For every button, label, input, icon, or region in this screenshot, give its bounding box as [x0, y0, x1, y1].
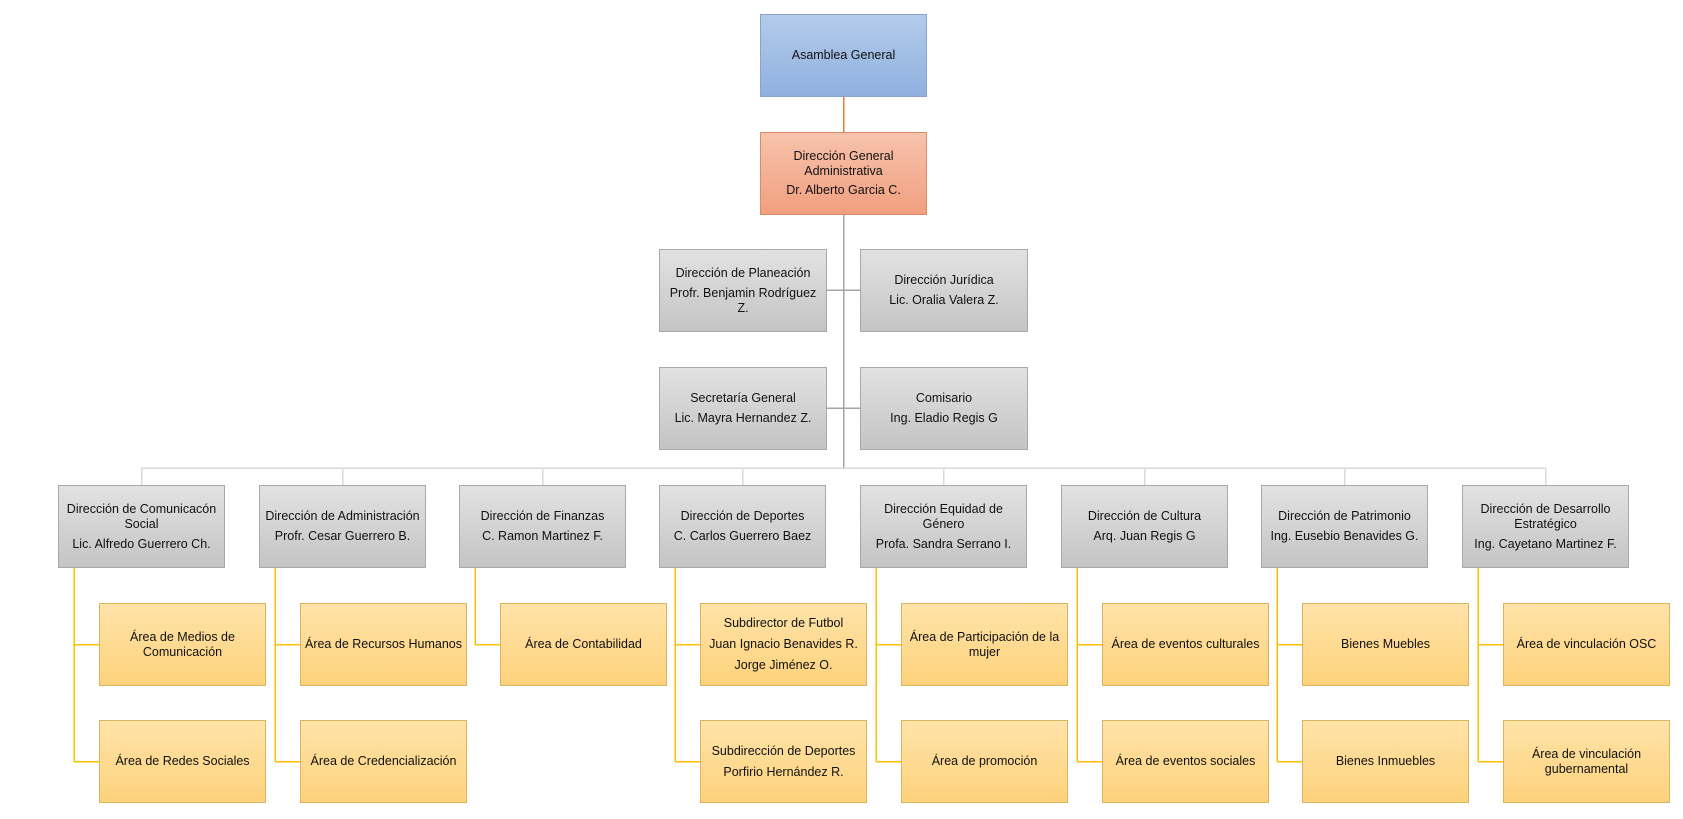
node-title: Dirección de Finanzas	[480, 509, 605, 523]
department-node-3: Dirección de Deportes C. Carlos Guerrero …	[659, 485, 826, 568]
area-line: Bienes Muebles	[1341, 637, 1430, 651]
node-person: Ing. Eusebio Benavides G.	[1270, 529, 1419, 543]
node-title: Dirección de Patrimonio	[1278, 509, 1411, 523]
node-title: Dirección de Comunicacón Social	[66, 501, 217, 531]
area-line: Área de Contabilidad	[525, 637, 642, 651]
area-node-0-0: Área de Medios de Comunicación	[99, 603, 266, 686]
area-line: Área de Credencialización	[310, 754, 457, 768]
area-node-1-0: Área de Recursos Humanos	[300, 603, 467, 686]
area-node-4-1: Área de promoción	[901, 720, 1068, 803]
area-node-5-1: Área de eventos sociales	[1102, 720, 1269, 803]
node-person: C. Ramon Martinez F.	[482, 529, 603, 543]
area-line: Subdirección de Deportes	[711, 743, 856, 758]
area-line: Bienes Inmuebles	[1335, 754, 1436, 768]
area-line: Área de promoción	[931, 754, 1038, 768]
area-line: Jorge Jiménez O.	[734, 658, 833, 672]
node-title: Secretaría General	[690, 391, 796, 405]
area-node-5-0: Área de eventos culturales	[1102, 603, 1269, 686]
node-title: Dirección de Cultura	[1087, 509, 1202, 523]
node-title: Dirección Jurídica	[894, 273, 994, 287]
node-asamblea-general: Asamblea General	[760, 14, 927, 97]
node-person: Lic. Oralia Valera Z.	[889, 293, 999, 307]
area-line: Área de Redes Sociales	[115, 754, 250, 768]
node-title: Dirección de Deportes	[680, 509, 805, 523]
area-line: Porfirio Hernández R.	[723, 764, 844, 779]
area-line: Área de vinculación OSC	[1516, 637, 1657, 651]
area-line: Área de Medios de Comunicación	[130, 629, 235, 659]
node-person: Profr. Benjamin Rodríguez Z.	[669, 285, 817, 315]
area-line: Subdirector de Futbol	[723, 616, 844, 630]
area-line: Juan Ignacio Benavides R.	[709, 637, 858, 651]
node-person: C. Carlos Guerrero Baez	[673, 529, 812, 543]
node-title: Dirección de Desarrollo Estratégico	[1480, 501, 1611, 531]
node-person: Ing. Eladio Regis G	[890, 411, 998, 425]
node-title: Dirección de Planeación	[675, 265, 811, 280]
node-title: Dirección General Administrativa	[793, 149, 894, 178]
node-person: Lic. Mayra Hernandez Z.	[674, 411, 812, 425]
area-node-6-0: Bienes Muebles	[1302, 603, 1469, 686]
area-node-7-1: Área de vinculación gubernamental	[1503, 720, 1670, 803]
node-person: Dr. Alberto Garcia C.	[786, 183, 901, 197]
department-node-2: Dirección de Finanzas C. Ramon Martinez F…	[459, 485, 626, 568]
area-line: Área de eventos sociales	[1115, 754, 1256, 768]
area-node-1-1: Área de Credencialización	[300, 720, 467, 803]
node-person: Arq. Juan Regis G	[1093, 529, 1196, 543]
node-title: Comisario	[915, 391, 973, 405]
area-node-2-0: Área de Contabilidad	[500, 603, 667, 686]
area-line: Área de Participación de la mujer	[909, 629, 1060, 659]
node-person: Ing. Cayetano Martinez F.	[1474, 536, 1617, 551]
node-title: Dirección Equidad de Género	[884, 501, 1003, 531]
node-person: Lic. Alfredo Guerrero Ch.	[72, 536, 211, 551]
area-node-6-1: Bienes Inmuebles	[1302, 720, 1469, 803]
area-line: Área de vinculación gubernamental	[1531, 746, 1642, 776]
area-line: Área de Recursos Humanos	[304, 637, 463, 651]
node-person: Profr. Cesar Guerrero B.	[274, 529, 411, 543]
area-node-4-0: Área de Participación de la mujer	[901, 603, 1068, 686]
node-label: Asamblea General	[791, 48, 896, 62]
node-title: Dirección de Administración	[265, 509, 420, 523]
area-node-7-0: Área de vinculación OSC	[1503, 603, 1670, 686]
node-person: Profa. Sandra Serrano I.	[875, 536, 1012, 551]
area-node-0-1: Área de Redes Sociales	[99, 720, 266, 803]
area-line: Área de eventos culturales	[1111, 637, 1260, 651]
node-direccion-general: Dirección General Administrativa Dr. Alb…	[760, 132, 927, 215]
